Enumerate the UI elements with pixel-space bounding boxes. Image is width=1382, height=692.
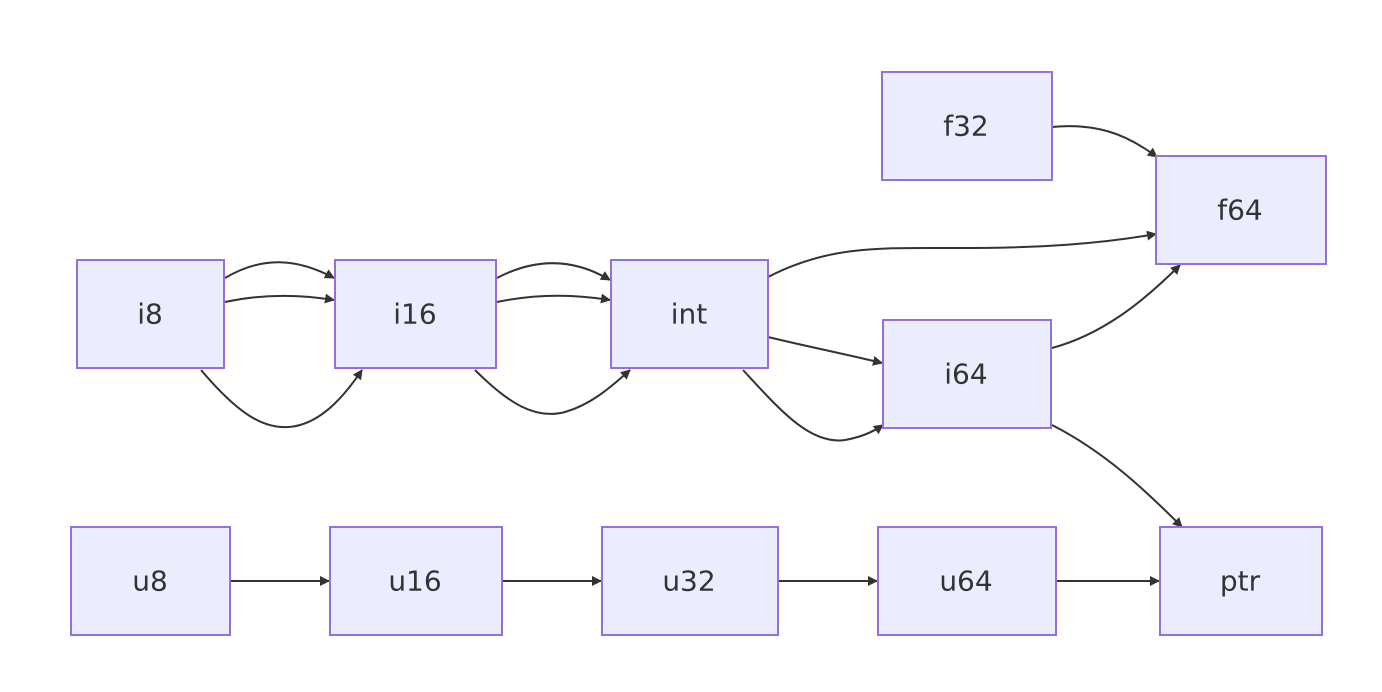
node-u16[interactable]: u16 [329,526,503,636]
edge-i8-to-i16 [200,369,363,429]
node-label: i64 [944,358,987,391]
node-i64[interactable]: i64 [882,319,1052,429]
node-label: int [671,298,708,331]
node-u64[interactable]: u64 [877,526,1057,636]
node-ptr[interactable]: ptr [1159,526,1323,636]
edge-int-to-i64 [767,336,883,366]
edges [200,125,1183,586]
node-label: i16 [393,298,436,331]
edge-i16-to-int [496,262,611,281]
node-label: u64 [939,565,992,598]
node-u8[interactable]: u8 [70,526,231,636]
node-f32[interactable]: f32 [881,71,1053,181]
nodes: i8 i16 int i64 f32 f64 u8 u16 [70,71,1327,636]
node-i8[interactable]: i8 [76,259,225,369]
node-label: u8 [132,565,168,598]
node-label: i8 [137,298,163,331]
node-label: ptr [1220,565,1261,598]
edge-i8-to-i16 [224,261,335,279]
node-i16[interactable]: i16 [334,259,497,369]
node-label: u16 [388,565,441,598]
node-label: u32 [662,565,715,598]
node-int[interactable]: int [610,259,769,369]
edge-int-to-i64 [742,369,884,442]
edge-i16-to-int [474,369,631,415]
node-label: f64 [1217,194,1263,227]
node-u32[interactable]: u32 [601,526,779,636]
edge-f32-to-f64 [1051,125,1158,158]
node-f64[interactable]: f64 [1155,155,1327,265]
edge-i8-to-i16 [224,293,335,304]
edge-i64-to-ptr [1051,424,1183,528]
edge-i16-to-int [496,293,611,304]
edge-int-to-f64 [767,230,1157,278]
edge-i64-to-f64 [1051,264,1181,349]
node-label: f32 [943,110,989,143]
